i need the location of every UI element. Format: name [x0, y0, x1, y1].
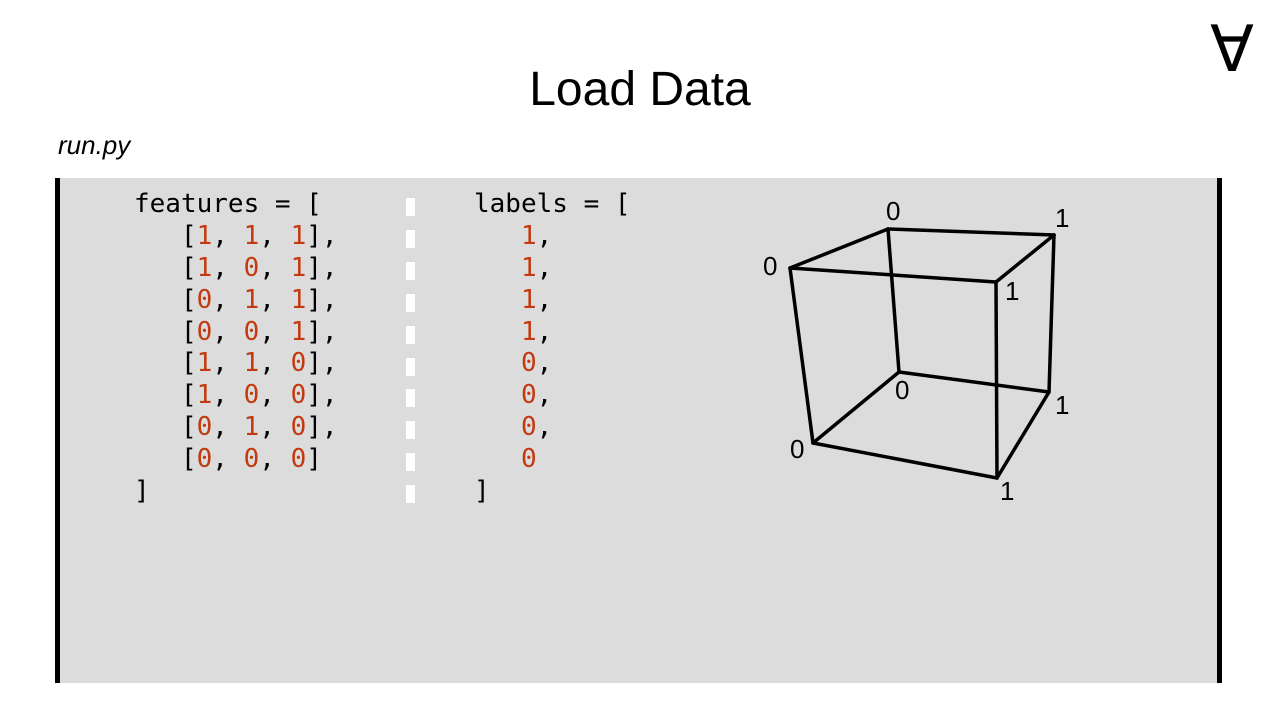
labels-row: 1, [520, 220, 553, 251]
labels-row: 0, [520, 412, 553, 443]
label-value: 1 [520, 284, 537, 315]
feature-value: 1 [290, 252, 307, 283]
cube-label: 1 [1005, 276, 1019, 306]
separator-dash [406, 261, 415, 280]
features-row: [0, 1, 1], [134, 284, 338, 315]
cube-edge [886, 227, 1056, 237]
features-open: features = [ [134, 189, 322, 219]
separator-dash [406, 229, 415, 248]
separator-dash [406, 453, 415, 472]
feature-value: 1 [243, 220, 260, 251]
labels-row: 1, [520, 284, 553, 315]
features-row: [1, 1, 0], [134, 348, 338, 379]
feature-value: 1 [196, 348, 213, 379]
feature-value: 0 [243, 252, 260, 283]
cube-label: 1 [1000, 476, 1014, 506]
feature-value: 1 [290, 284, 307, 315]
separator-dash [406, 325, 415, 344]
separator-dash [406, 389, 415, 408]
cube-edge [788, 266, 815, 445]
feature-value: 0 [243, 444, 260, 475]
label-value: 1 [520, 220, 537, 251]
label-value: 0 [520, 380, 537, 411]
cube-edge [811, 370, 901, 445]
labels-row: 0, [520, 348, 553, 379]
separator-dash [406, 198, 415, 216]
features-code: features = [ [1, 1, 1], [1, 0, 1], [0, 1… [134, 189, 338, 508]
feature-value: 1 [290, 220, 307, 251]
feature-value: 0 [290, 348, 307, 379]
labels-open: labels = [ [474, 189, 631, 219]
cube-label: 0 [763, 251, 777, 281]
feature-value: 1 [290, 316, 307, 347]
cube-edge [994, 280, 999, 480]
cube-edge [886, 227, 901, 374]
feature-value: 1 [196, 252, 213, 283]
separator-dash [406, 357, 415, 376]
labels-row: 1, [520, 316, 553, 347]
labels-close: ] [474, 476, 490, 507]
feature-value: 0 [196, 316, 213, 347]
label-value: 0 [520, 444, 537, 475]
features-close: ] [134, 476, 150, 507]
feature-value: 1 [196, 380, 213, 411]
feature-value: 0 [196, 284, 213, 315]
feature-value: 0 [243, 380, 260, 411]
feature-value: 0 [290, 380, 307, 411]
feature-value: 1 [243, 412, 260, 443]
cube-label: 1 [1055, 390, 1069, 420]
cube-label: 0 [886, 196, 900, 226]
features-row: [1, 1, 1], [134, 220, 338, 251]
logo-icon: ∀ [1210, 13, 1254, 85]
cube-edge [1047, 233, 1056, 394]
separator-dash [406, 421, 415, 440]
features-row: [1, 0, 1], [134, 252, 338, 283]
feature-value: 0 [196, 412, 213, 443]
cube-edge [788, 227, 890, 270]
cube-edge [897, 370, 1051, 394]
features-row: [1, 0, 0], [134, 380, 338, 411]
feature-value: 0 [243, 316, 260, 347]
label-value: 1 [520, 252, 537, 283]
feature-value: 0 [290, 444, 307, 475]
cube-label: 0 [895, 375, 909, 405]
separator-dash [406, 293, 415, 312]
feature-value: 0 [290, 412, 307, 443]
label-value: 0 [520, 412, 537, 443]
label-value: 1 [520, 316, 537, 347]
feature-value: 1 [243, 284, 260, 315]
feature-value: 1 [196, 220, 213, 251]
cube-edge [811, 441, 999, 480]
features-row: [0, 0, 1], [134, 316, 338, 347]
cube-label: 0 [790, 434, 804, 464]
file-name: run.py [58, 130, 131, 160]
labels-row: 0, [520, 380, 553, 411]
cube-edge [994, 233, 1056, 284]
cube-label: 1 [1055, 203, 1069, 233]
label-value: 0 [520, 348, 537, 379]
feature-value: 0 [196, 444, 213, 475]
separator-dash [406, 485, 415, 504]
features-row: [0, 0, 0] [134, 444, 322, 475]
feature-value: 1 [243, 348, 260, 379]
cube-edge [995, 390, 1051, 480]
labels-row: 1, [520, 252, 553, 283]
slide-title: Load Data [529, 63, 751, 116]
features-row: [0, 1, 0], [134, 412, 338, 443]
labels-code: labels = [ 1, 1, 1, 1, 0, 0, 0, 0] [474, 189, 631, 508]
labels-row: 0 [474, 444, 631, 476]
